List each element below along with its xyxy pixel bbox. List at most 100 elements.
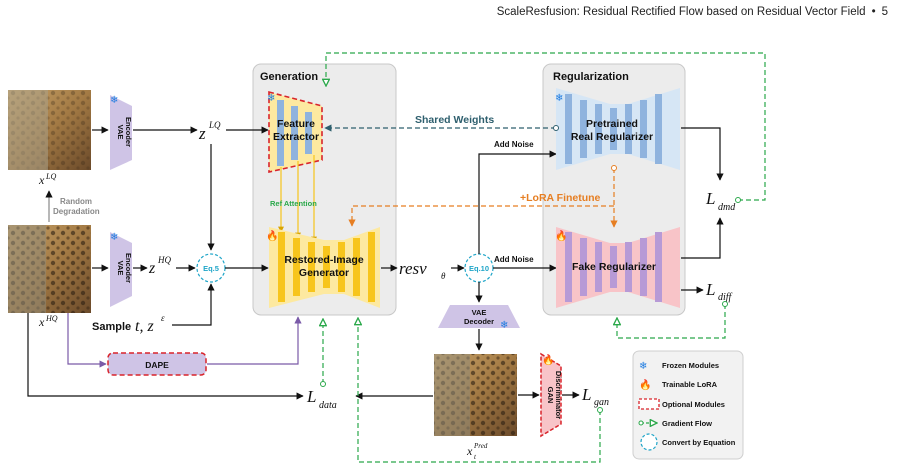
- legend-trainable: Trainable LoRA: [662, 380, 718, 389]
- pretrained-reg-l1: Pretrained: [586, 118, 638, 130]
- random-degradation-1: Random: [60, 197, 92, 206]
- feature-extractor-l1: Feature: [277, 118, 315, 130]
- flame-icon: 🔥: [542, 353, 554, 366]
- vae-encoder-bottom: VAE Encoder: [110, 232, 133, 307]
- random-degradation-2: Degradation: [53, 207, 100, 216]
- vae-decoder: VAE Decoder: [438, 305, 520, 328]
- lora-arrow-to-generator: [348, 205, 614, 227]
- eq5-label: Eq.5: [203, 264, 219, 273]
- x-hq-label: x: [38, 315, 45, 329]
- lora-finetune-label: +LoRA Finetune: [520, 192, 601, 204]
- gradient-origin-lgan: [597, 407, 603, 413]
- optional-swatch: [638, 398, 660, 410]
- snowflake-icon: ❄: [110, 232, 118, 243]
- add-noise-1: Add Noise: [494, 140, 534, 149]
- snowflake-icon: ❄: [267, 93, 275, 104]
- fake-regularizer: Fake Regularizer: [556, 227, 680, 308]
- snowflake-icon: ❄: [639, 361, 647, 372]
- flame-icon: 🔥: [266, 229, 278, 242]
- z-lq-label: z: [198, 124, 206, 143]
- pred-image: [434, 354, 517, 436]
- gradient-ldmd-to-generation: [326, 52, 766, 201]
- dape-module: DAPE: [107, 352, 207, 376]
- legend-convert: Convert by Equation: [662, 438, 736, 447]
- arrow-fake-to-ldmd: [681, 217, 724, 259]
- snowflake-icon: ❄: [110, 95, 118, 106]
- x-lq-label: x: [38, 173, 45, 187]
- x-lq-sup: LQ: [45, 172, 56, 181]
- feature-extractor-l2: Extractor: [273, 131, 319, 143]
- regularization-title: Regularization: [553, 71, 629, 83]
- vae-decoder-l1: VAE: [472, 308, 487, 317]
- arrow-dape-to-generator: [207, 316, 302, 365]
- legend-gradient: Gradient Flow: [662, 419, 712, 428]
- eq10-label: Eq.10: [469, 264, 489, 273]
- gan-l1: GAN: [546, 387, 555, 404]
- hq-image: [8, 225, 91, 313]
- l-dmd-label: L: [705, 189, 715, 208]
- legend: ❄ Frozen Modules 🔥 Trainable LoRA Option…: [632, 350, 744, 460]
- running-header: ScaleResfusion: Residual Rectified Flow …: [497, 6, 888, 18]
- shared-weights-label: Shared Weights: [415, 114, 494, 126]
- generation-title: Generation: [260, 71, 318, 83]
- z-hq-sup: HQ: [157, 255, 171, 265]
- shared-weights-origin: [553, 125, 559, 131]
- sample-label: Sample: [92, 321, 131, 333]
- t-z-sup: ε: [161, 313, 165, 323]
- x-pred-sup: Pred: [473, 442, 488, 450]
- vae-encoder-top: VAE Encoder: [110, 95, 133, 170]
- l-data-sub: data: [319, 400, 337, 411]
- restored-image-generator: Restored-Image Generator: [269, 227, 380, 308]
- z-lq-sup: LQ: [208, 120, 221, 130]
- gradient-lgan-to-generator: [358, 318, 601, 463]
- header-bullet: •: [871, 6, 876, 18]
- arrow-real-to-ldmd: [681, 127, 724, 181]
- vae-encoder-bottom-l2: Encoder: [124, 253, 133, 283]
- arrow-hq-to-ldata: [27, 313, 304, 400]
- x-pred-sub: t: [474, 453, 477, 461]
- gan-discriminator: GAN Discriminator: [540, 352, 563, 438]
- l-gan-label: L: [581, 385, 591, 404]
- l-gan-sub: gan: [594, 397, 609, 408]
- vae-decoder-l2: Decoder: [464, 317, 494, 326]
- add-noise-2: Add Noise: [494, 255, 534, 264]
- gradient-origin-ldmd: [735, 197, 741, 203]
- l-diff-sub: diff: [718, 292, 733, 303]
- arrow-eq10-to-real-reg: [478, 150, 557, 254]
- running-title: ScaleResfusion: Residual Rectified Flow …: [496, 6, 866, 18]
- gan-l2: Discriminator: [554, 371, 563, 419]
- snowflake-icon: ❄: [555, 93, 563, 104]
- gradient-origin-ldata: [320, 381, 326, 387]
- resv-label: resv: [399, 259, 427, 278]
- x-pred-label: x: [466, 444, 473, 458]
- arrow-hq-to-dape: [67, 313, 107, 368]
- fake-reg-label: Fake Regularizer: [572, 261, 656, 273]
- vae-encoder-top-l2: Encoder: [124, 117, 133, 147]
- flame-icon: 🔥: [555, 229, 567, 242]
- x-hq-sup: HQ: [45, 314, 58, 323]
- vae-encoder-bottom-l1: VAE: [116, 261, 125, 276]
- page-number: 5: [881, 6, 888, 18]
- feature-extractor: Feature Extractor: [268, 90, 323, 174]
- l-diff-label: L: [705, 280, 715, 299]
- gradient-ldiff-to-fake: [617, 304, 726, 339]
- z-hq-label: z: [148, 260, 156, 277]
- snowflake-icon: ❄: [500, 320, 508, 331]
- gradient-swatch-origin: [638, 420, 644, 426]
- generator-l2: Generator: [299, 267, 349, 279]
- lora-origin: [611, 165, 617, 171]
- l-data-label: L: [306, 387, 316, 406]
- dape-label: DAPE: [145, 360, 169, 370]
- vae-encoder-top-l1: VAE: [116, 125, 125, 140]
- pretrained-reg-l2: Real Regularizer: [571, 131, 653, 143]
- legend-optional: Optional Modules: [662, 400, 725, 409]
- lq-image: [8, 90, 91, 170]
- convert-swatch: [640, 433, 658, 451]
- generator-l1: Restored-Image: [284, 254, 364, 266]
- flame-icon: 🔥: [639, 378, 651, 391]
- t-z-label: t, z: [135, 318, 154, 335]
- resv-sub: θ: [441, 271, 446, 281]
- arrow-sample-to-eq5: [172, 283, 215, 326]
- gradient-origin-ldiff: [722, 301, 728, 307]
